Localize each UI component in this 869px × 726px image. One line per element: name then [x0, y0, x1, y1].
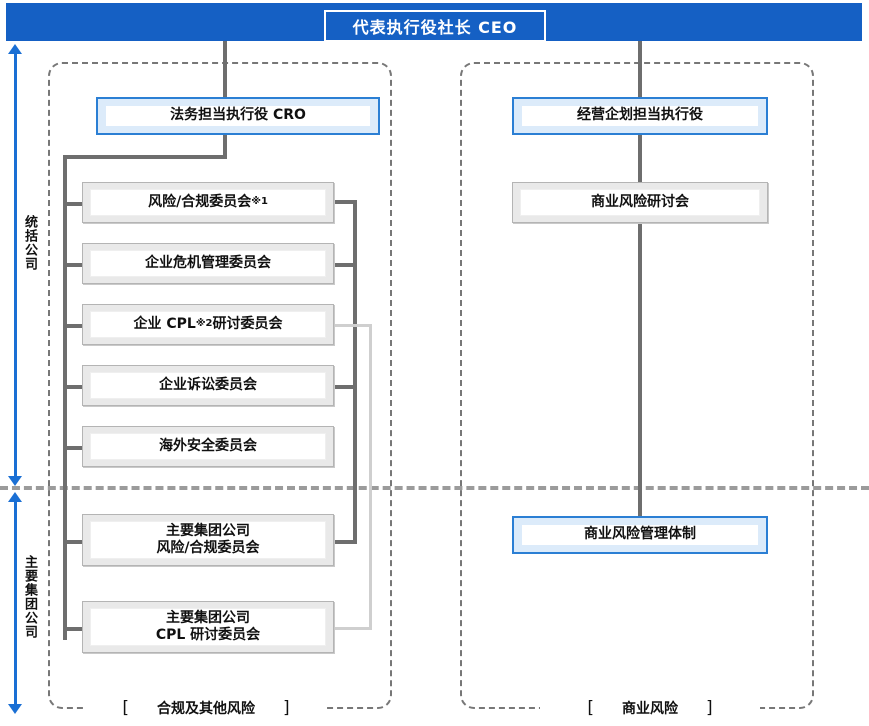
connector-right-bus [353, 200, 357, 544]
node-group-risk-compliance-committee[interactable]: 主要集团公司 风险/合规委员会 [82, 514, 334, 566]
node-cro-label: 法务担当执行役 CRO [106, 106, 370, 126]
arrow-shaft [14, 501, 17, 705]
arrow-head-up-icon [8, 492, 22, 502]
connector-stub-left-6 [63, 540, 85, 544]
label-text: 企业 CPL [133, 315, 196, 332]
category-caption-compliance: [ 合规及其他风险 ] [86, 697, 326, 719]
footnote-marker-2: ※2 [195, 318, 213, 330]
node-overseas-security-committee-label: 海外安全委员会 [90, 433, 326, 460]
connector-stub-right-6 [333, 540, 357, 544]
connector-stub-right-1 [333, 200, 357, 204]
footnote-marker-1: ※1 [251, 196, 268, 208]
node-risk-compliance-committee[interactable]: 风险/合规委员会※1 [82, 182, 334, 223]
node-group-cpl-committee[interactable]: 主要集团公司 CPL 研讨委员会 [82, 601, 334, 653]
node-overseas-security-committee[interactable]: 海外安全委员会 [82, 426, 334, 467]
label-line-1: 主要集团公司 [166, 609, 250, 626]
ceo-banner: 代表执行役社长 CEO [6, 3, 862, 42]
connector-stub-right-4 [333, 385, 357, 389]
span-arrow-group-companies [6, 492, 26, 714]
label-text: 风险/合规委员会 [148, 193, 252, 210]
section-divider [0, 486, 869, 490]
connector-cro-stem [223, 134, 227, 158]
node-business-risk-system-label: 商业风险管理体制 [522, 525, 758, 545]
connector-ceo-to-cro [223, 41, 227, 101]
connector-stub-left-4 [63, 385, 85, 389]
label-line-2: CPL 研讨委员会 [155, 627, 261, 643]
node-litigation-committee-label: 企业诉讼委员会 [90, 372, 326, 399]
group-frame-business-risk [460, 62, 814, 709]
bracket-open: [ [122, 698, 129, 718]
connector-stub-right-2 [333, 263, 357, 267]
node-planning-executive[interactable]: 经营企划担当执行役 [512, 97, 768, 135]
arrow-head-up-icon [8, 44, 22, 54]
span-label-group-companies: 主要集团公司 [22, 555, 37, 639]
connector-cpl-bus [369, 324, 372, 630]
node-planning-executive-label: 经营企划担当执行役 [522, 106, 758, 126]
category-label-business-risk: 商业风险 [622, 701, 678, 717]
node-cro[interactable]: 法务担当执行役 CRO [96, 97, 380, 135]
arrow-shaft [14, 53, 17, 477]
ceo-title: 代表执行役社长 CEO [324, 10, 546, 42]
connector-cpl-bottom [333, 627, 372, 630]
connector-stub-left-2 [63, 263, 85, 267]
arrow-head-down-icon [8, 704, 22, 714]
label-line-1: 主要集团公司 [166, 522, 250, 539]
connector-cpl-top [333, 324, 372, 327]
bracket-close: ] [283, 698, 290, 718]
connector-stub-left-7 [63, 627, 85, 631]
span-arrow-holding-company [6, 44, 26, 486]
node-business-risk-meeting-label: 商业风险研讨会 [520, 189, 760, 216]
label-line-2: 风险/合规委员会 [156, 540, 260, 556]
node-business-risk-meeting[interactable]: 商业风险研讨会 [512, 182, 768, 223]
node-crisis-management-committee[interactable]: 企业危机管理委员会 [82, 243, 334, 284]
node-risk-compliance-committee-label: 风险/合规委员会※1 [90, 189, 326, 216]
connector-planning-chain [638, 134, 642, 517]
connector-left-bus [63, 155, 67, 640]
label-text-tail: 研讨委员会 [212, 315, 283, 332]
bracket-open: [ [587, 698, 594, 718]
node-group-cpl-committee-label: 主要集团公司 CPL 研讨委员会 [90, 608, 326, 646]
node-litigation-committee[interactable]: 企业诉讼委员会 [82, 365, 334, 406]
bracket-close: ] [706, 698, 713, 718]
connector-stub-left-1 [63, 202, 85, 206]
connector-stub-left-3 [63, 324, 85, 328]
category-caption-business-risk: [ 商业风险 ] [540, 697, 760, 719]
node-group-risk-compliance-committee-label: 主要集团公司 风险/合规委员会 [90, 521, 326, 559]
category-label-compliance: 合规及其他风险 [157, 701, 255, 717]
span-label-holding-company: 统括公司 [22, 215, 37, 271]
node-business-risk-system[interactable]: 商业风险管理体制 [512, 516, 768, 554]
connector-stub-left-5 [63, 446, 85, 450]
connector-cro-to-left-bus [63, 155, 227, 159]
connector-ceo-to-planning [638, 41, 642, 101]
arrow-head-down-icon [8, 476, 22, 486]
node-crisis-management-committee-label: 企业危机管理委员会 [90, 250, 326, 277]
